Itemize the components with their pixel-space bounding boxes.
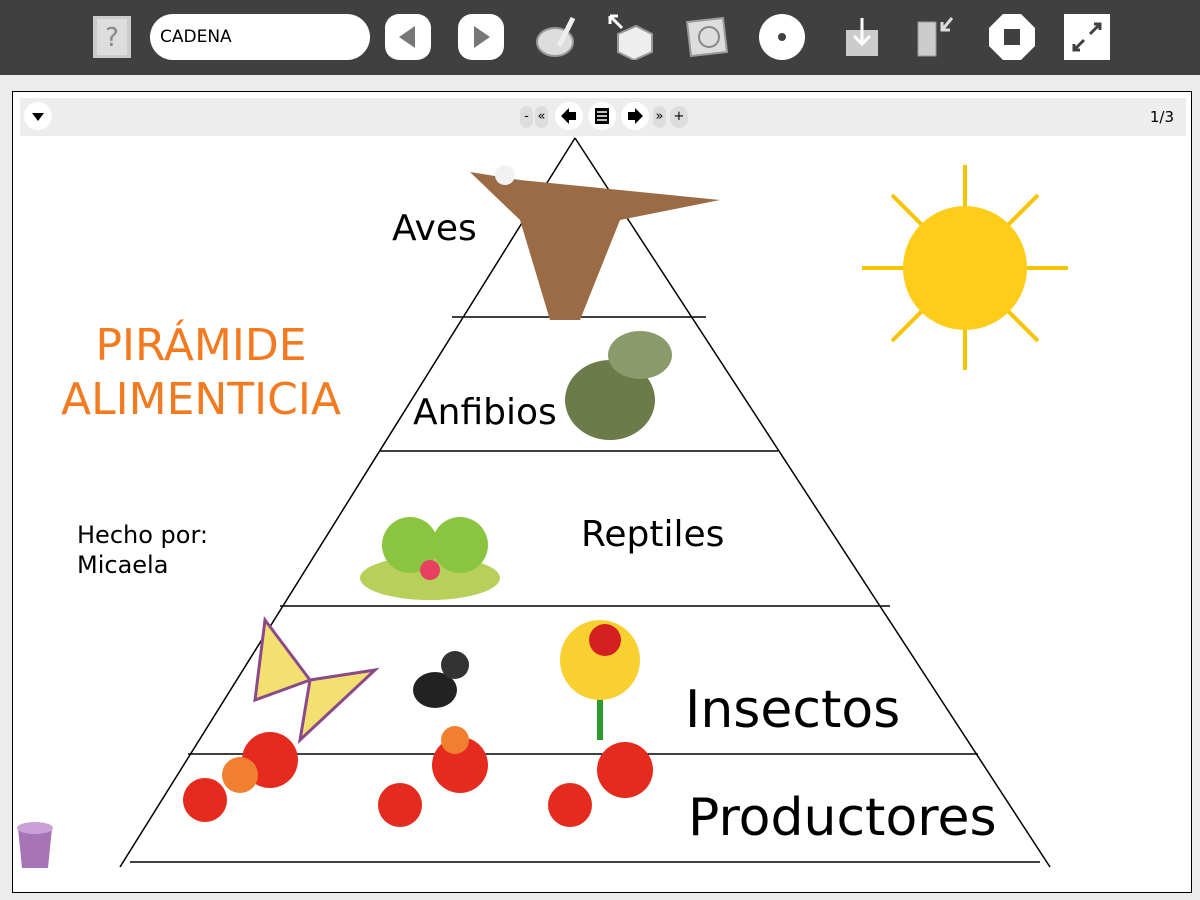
sun-image: [862, 165, 1068, 370]
prev-page-button[interactable]: [555, 102, 583, 130]
bee-image: [413, 651, 469, 708]
snake-image: [565, 331, 672, 440]
paint-icon[interactable]: [533, 14, 581, 60]
author-name: Micaela: [77, 551, 169, 579]
first-page-button[interactable]: «: [535, 106, 548, 128]
level-label-reptiles: Reptiles: [581, 514, 725, 555]
fullscreen-icon[interactable]: [1064, 14, 1110, 60]
web-book-icon[interactable]: [683, 14, 731, 60]
slide-title: PIRÁMIDE ALIMENTICIA: [41, 319, 361, 427]
level-label-anfibios: Anfibios: [413, 392, 557, 433]
toolbar: ?: [0, 0, 1200, 75]
page-list-button[interactable]: [588, 102, 616, 130]
activity-title-input[interactable]: [150, 14, 370, 60]
menu-dropdown-button[interactable]: [24, 102, 52, 130]
level-label-aves: Aves: [392, 208, 477, 249]
page-indicator: 1/3: [1149, 108, 1174, 126]
frogs-image: [360, 517, 500, 600]
book-export-icon[interactable]: [912, 14, 960, 60]
eagle-image: [470, 165, 720, 320]
butterfly-image: [253, 616, 380, 745]
slide-navbar: - « » + 1/3: [20, 98, 1186, 136]
author-text: Hecho por: Micaela: [77, 520, 208, 580]
stop-icon[interactable]: [989, 14, 1035, 60]
download-icon[interactable]: [842, 14, 882, 60]
next-page-button[interactable]: [621, 102, 649, 130]
ladybug-flower-image: [560, 620, 640, 740]
slide-frame: - « » + 1/3 Aves Anfibios Rep: [12, 91, 1192, 893]
zoom-in-button[interactable]: +: [670, 106, 688, 128]
help-icon[interactable]: ?: [92, 14, 132, 60]
level-label-insectos: Insectos: [685, 680, 901, 740]
level-label-productores: Productores: [688, 788, 997, 848]
trash-icon: [17, 822, 53, 868]
title-line: ALIMENTICIA: [61, 374, 341, 425]
share-box-icon[interactable]: [608, 14, 656, 60]
pyramid-outline: [119, 137, 1051, 868]
last-page-button[interactable]: »: [653, 106, 666, 128]
next-icon[interactable]: [458, 14, 504, 60]
zoom-out-button[interactable]: -: [520, 106, 533, 128]
flowers-image: [183, 726, 653, 827]
previous-icon[interactable]: [385, 14, 431, 60]
title-line: PIRÁMIDE: [95, 320, 307, 371]
record-icon[interactable]: [759, 14, 805, 60]
svg-text:?: ?: [105, 23, 119, 53]
author-label: Hecho por:: [77, 521, 208, 549]
